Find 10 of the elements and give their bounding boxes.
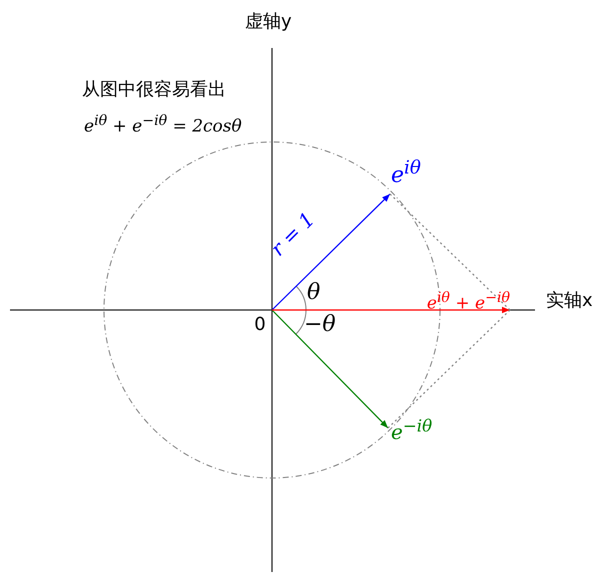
note-text: 从图中很容易看出	[82, 80, 226, 100]
angle-label: θ	[307, 281, 320, 306]
origin-label: 0	[254, 314, 266, 335]
axis-label: 虚轴y	[245, 12, 292, 32]
axis-label: 实轴x	[546, 291, 593, 311]
vector-label: e$^{iθ}$ + e$^{−iθ}$	[426, 289, 510, 316]
edge-label: r = 1	[266, 208, 319, 260]
angle-label: −θ	[304, 313, 336, 338]
formula-text: e$^{iθ}$ + e$^{−iθ}$ = 2cosθ	[84, 114, 242, 136]
vector-label: e$^{−iθ}$	[391, 420, 432, 444]
